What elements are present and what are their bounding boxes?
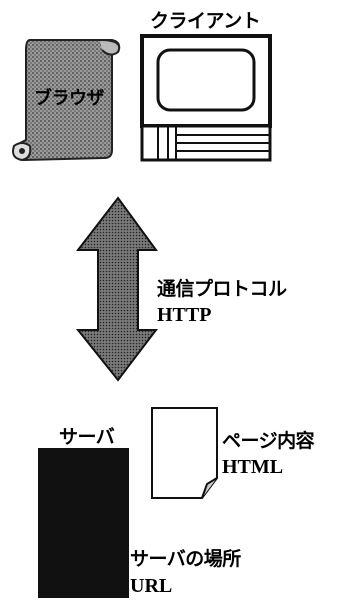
- http-label: HTTP: [157, 304, 212, 326]
- client-label: クライアント: [150, 10, 261, 32]
- server-label: サーバ: [59, 426, 115, 448]
- browser-scroll-icon: [12, 39, 121, 162]
- html-label: HTML: [222, 456, 284, 478]
- client-computer-icon: [140, 34, 272, 162]
- protocol-label: 通信プロトコル: [157, 278, 287, 300]
- server-box: [38, 448, 129, 598]
- server-location-label: サーバの場所: [130, 548, 241, 570]
- page-content-label: ページ内容: [222, 430, 315, 452]
- double-arrow-icon: [75, 196, 159, 382]
- url-label: URL: [130, 575, 173, 597]
- document-page-icon: [151, 407, 218, 499]
- browser-label: ブラウザ: [34, 88, 105, 109]
